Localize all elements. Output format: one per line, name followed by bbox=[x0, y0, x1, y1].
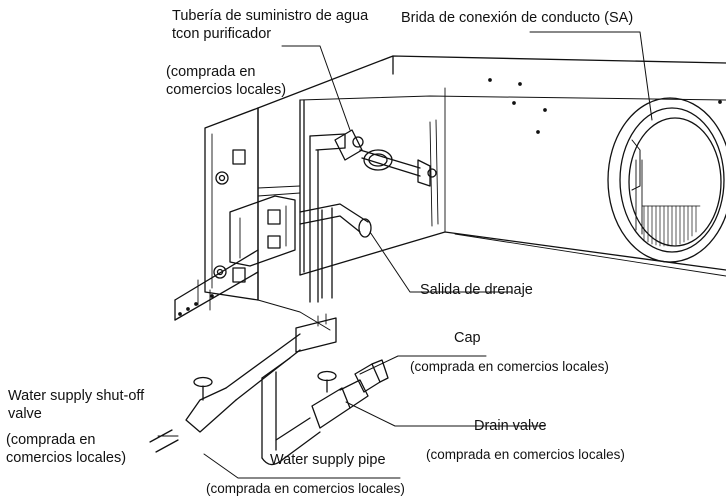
label-duct-flange: Brida de conexión de conducto (SA) bbox=[401, 10, 634, 26]
label-drain-valve: Drain valve bbox=[474, 418, 547, 434]
label-purifier-pipe-note-line2: comercios locales) bbox=[166, 82, 287, 98]
valve-handles bbox=[193, 370, 337, 401]
label-shutoff-note-line1: (comprada en bbox=[6, 432, 96, 448]
label-water-supply-pipe: Water supply pipe bbox=[270, 452, 386, 468]
label-shutoff-valve-line2: valve bbox=[8, 406, 42, 422]
label-drain-outlet: Salida de drenaje bbox=[420, 282, 533, 298]
duct-flange-drawing bbox=[607, 97, 726, 263]
purifier-pipe-drawing bbox=[309, 129, 437, 303]
label-cap: Cap bbox=[454, 330, 481, 346]
label-purifier-pipe-line2: tcon purificador bbox=[172, 26, 272, 42]
label-drain-valve-note: (comprada en comercios locales) bbox=[426, 447, 625, 462]
mounting-panel bbox=[204, 107, 301, 301]
unit-housing bbox=[174, 55, 726, 331]
label-purifier-pipe-line1: Tubería de suministro de agua bbox=[172, 8, 369, 24]
label-purifier-pipe-note-line1: (comprada en bbox=[166, 64, 256, 80]
label-water-supply-pipe-note: (comprada en comercios locales) bbox=[206, 481, 405, 496]
label-shutoff-valve-line1: Water supply shut-off bbox=[8, 388, 145, 404]
lower-pipe-assembly bbox=[149, 313, 389, 466]
leader-lines bbox=[157, 31, 653, 479]
label-cap-note: (comprada en comercios locales) bbox=[410, 359, 609, 374]
drain-outlet-drawing bbox=[299, 203, 372, 299]
label-shutoff-note-line2: comercios locales) bbox=[6, 450, 127, 466]
